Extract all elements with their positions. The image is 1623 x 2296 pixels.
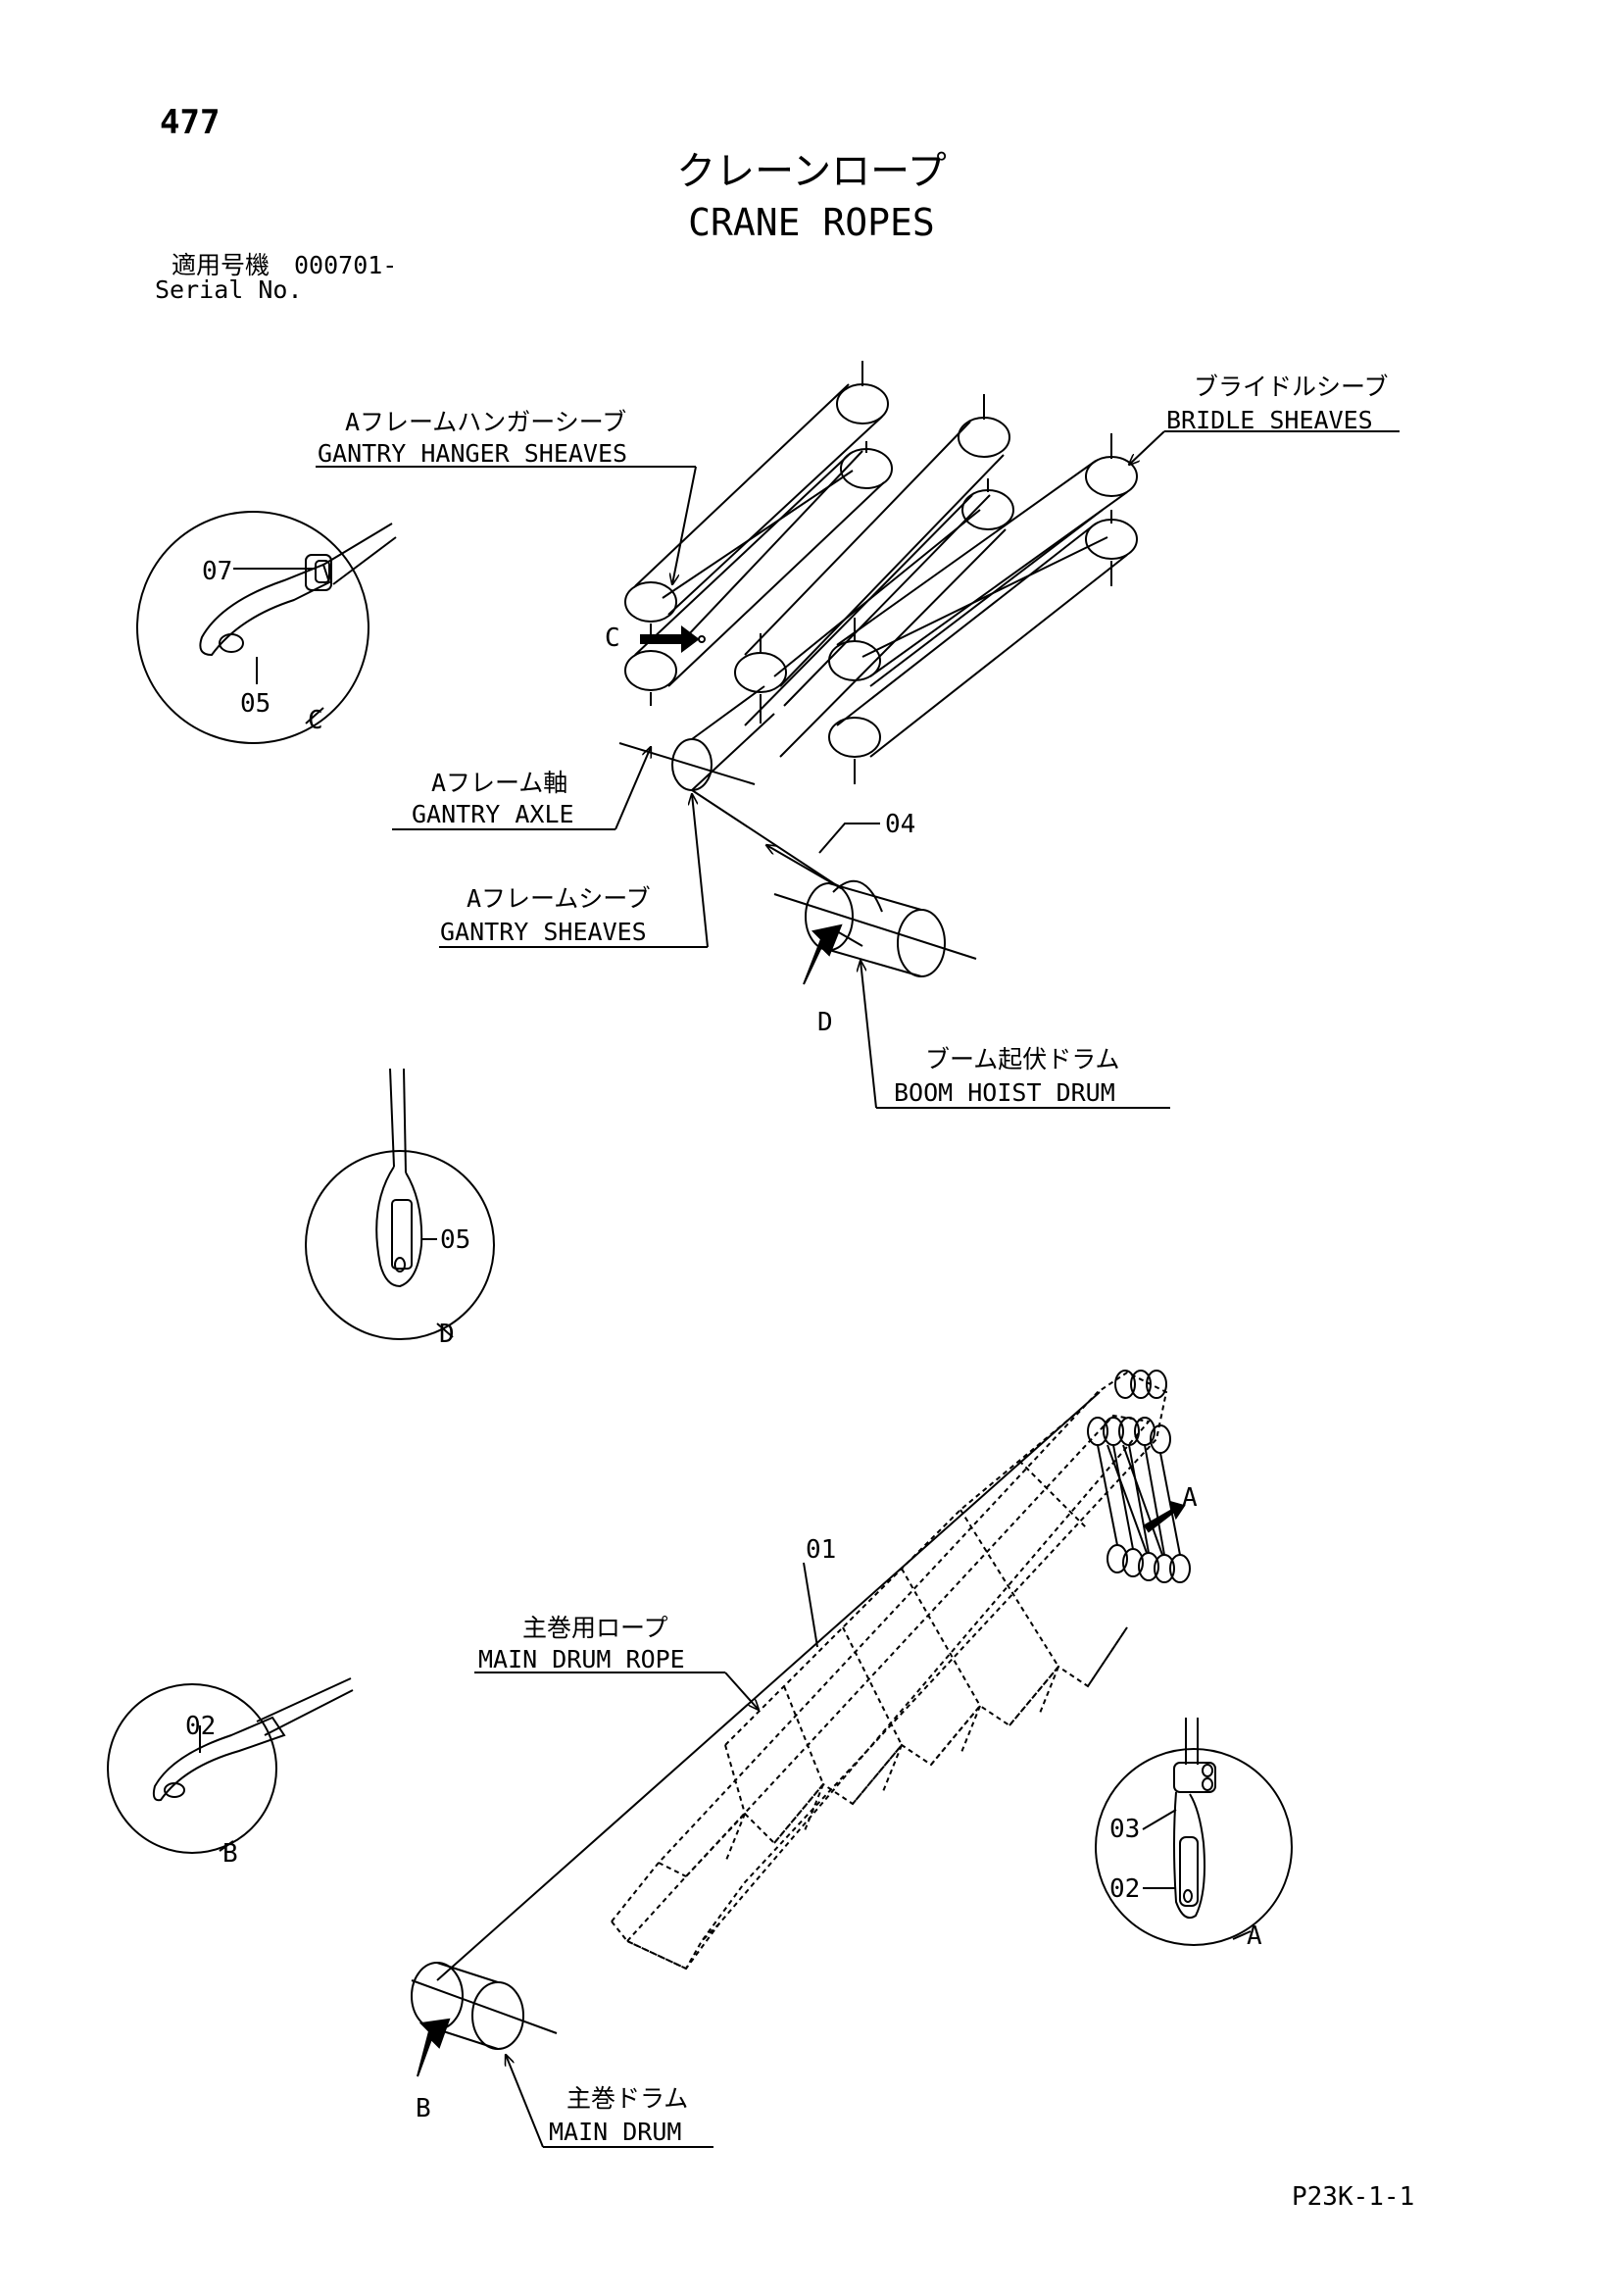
upper-leaders [316, 430, 1400, 1109]
main-drum-label-jp: 主巻ドラム [566, 2084, 689, 2113]
gantry-axle-label-en: GANTRY AXLE [412, 800, 574, 828]
part-ref-04: 04 [885, 810, 916, 839]
title-en: CRANE ROPES [688, 201, 935, 244]
view-letter-c-arrow: C [605, 624, 620, 653]
view-letter-a-arrow: A [1182, 1483, 1198, 1513]
bridle-label-en: BRIDLE SHEAVES [1166, 406, 1373, 434]
serial-en: Serial No. [155, 275, 303, 304]
view-letter-b-circle: B [222, 1839, 238, 1869]
main-rope-label-en: MAIN DRUM ROPE [478, 1645, 685, 1673]
title-jp: クレーンロープ [676, 149, 947, 194]
view-letter-d-arrow: D [817, 1008, 833, 1037]
boom-hoist-label-jp: ブーム起伏ドラム [925, 1045, 1120, 1073]
main-rope-label-jp: 主巻用ロープ [522, 1614, 668, 1642]
serial-jp: 適用号機 000701- [172, 251, 398, 279]
gantry-axle-label-jp: Aフレーム軸 [431, 769, 568, 797]
main-drum-rope-group [436, 1391, 1101, 1981]
gantry-hanger-label-en: GANTRY HANGER SHEAVES [318, 439, 628, 468]
gantry-hanger-label-jp: Aフレームハンガーシーブ [345, 408, 627, 436]
detail-d [305, 1068, 495, 1340]
gantry-hanger-sheaves-group [624, 361, 1138, 784]
main-drum-group [411, 1962, 713, 2148]
page-number: 477 [160, 103, 221, 142]
view-letter-a-circle: A [1247, 1922, 1262, 1951]
drawing-code: P23K-1-1 [1292, 2182, 1415, 2212]
view-letter-b-arrow: B [416, 2094, 431, 2123]
boom-lattice [611, 1370, 1191, 1971]
detail-b [107, 1677, 354, 1854]
main-drum-label-en: MAIN DRUM [549, 2118, 682, 2146]
detail-a [1095, 1718, 1293, 1946]
detail-c [136, 511, 397, 744]
gantry-axle-group [618, 685, 842, 889]
part-ref-05-d: 05 [440, 1225, 471, 1255]
part-ref-01: 01 [806, 1535, 837, 1565]
gantry-sheaves-label-en: GANTRY SHEAVES [440, 918, 647, 946]
bridle-label-jp: ブライドルシーブ [1194, 373, 1389, 401]
part-ref-03-a: 03 [1109, 1815, 1141, 1844]
gantry-sheaves-label-jp: Aフレームシーブ [467, 884, 651, 913]
part-ref-02-a: 02 [1109, 1874, 1141, 1904]
boom-hoist-drum-group [773, 823, 977, 985]
boom-hoist-label-en: BOOM HOIST DRUM [894, 1078, 1115, 1107]
part-ref-05-c: 05 [240, 689, 271, 719]
part-ref-07: 07 [202, 557, 233, 586]
